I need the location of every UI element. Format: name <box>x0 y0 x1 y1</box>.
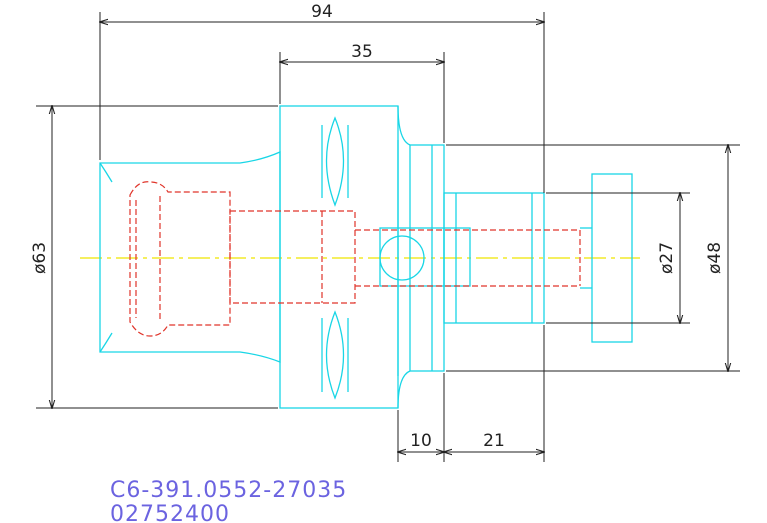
dim-dia63-label: ø63 <box>30 242 50 274</box>
dim-dia48-label: ø48 <box>705 242 725 274</box>
dim-flange-label: 35 <box>351 42 373 62</box>
dimension-lines <box>52 22 728 452</box>
part-number: 02752400 <box>110 502 230 523</box>
extension-lines <box>36 12 740 462</box>
part-code: C6-391.0552-27035 <box>110 478 347 503</box>
dim-collar-label: 10 <box>410 431 432 451</box>
hidden-lines <box>129 181 581 337</box>
part-outline <box>99 105 633 409</box>
dim-shank-label: 21 <box>483 431 505 451</box>
dim-overall-label: 94 <box>311 2 333 22</box>
dim-dia27-label: ø27 <box>657 242 677 274</box>
